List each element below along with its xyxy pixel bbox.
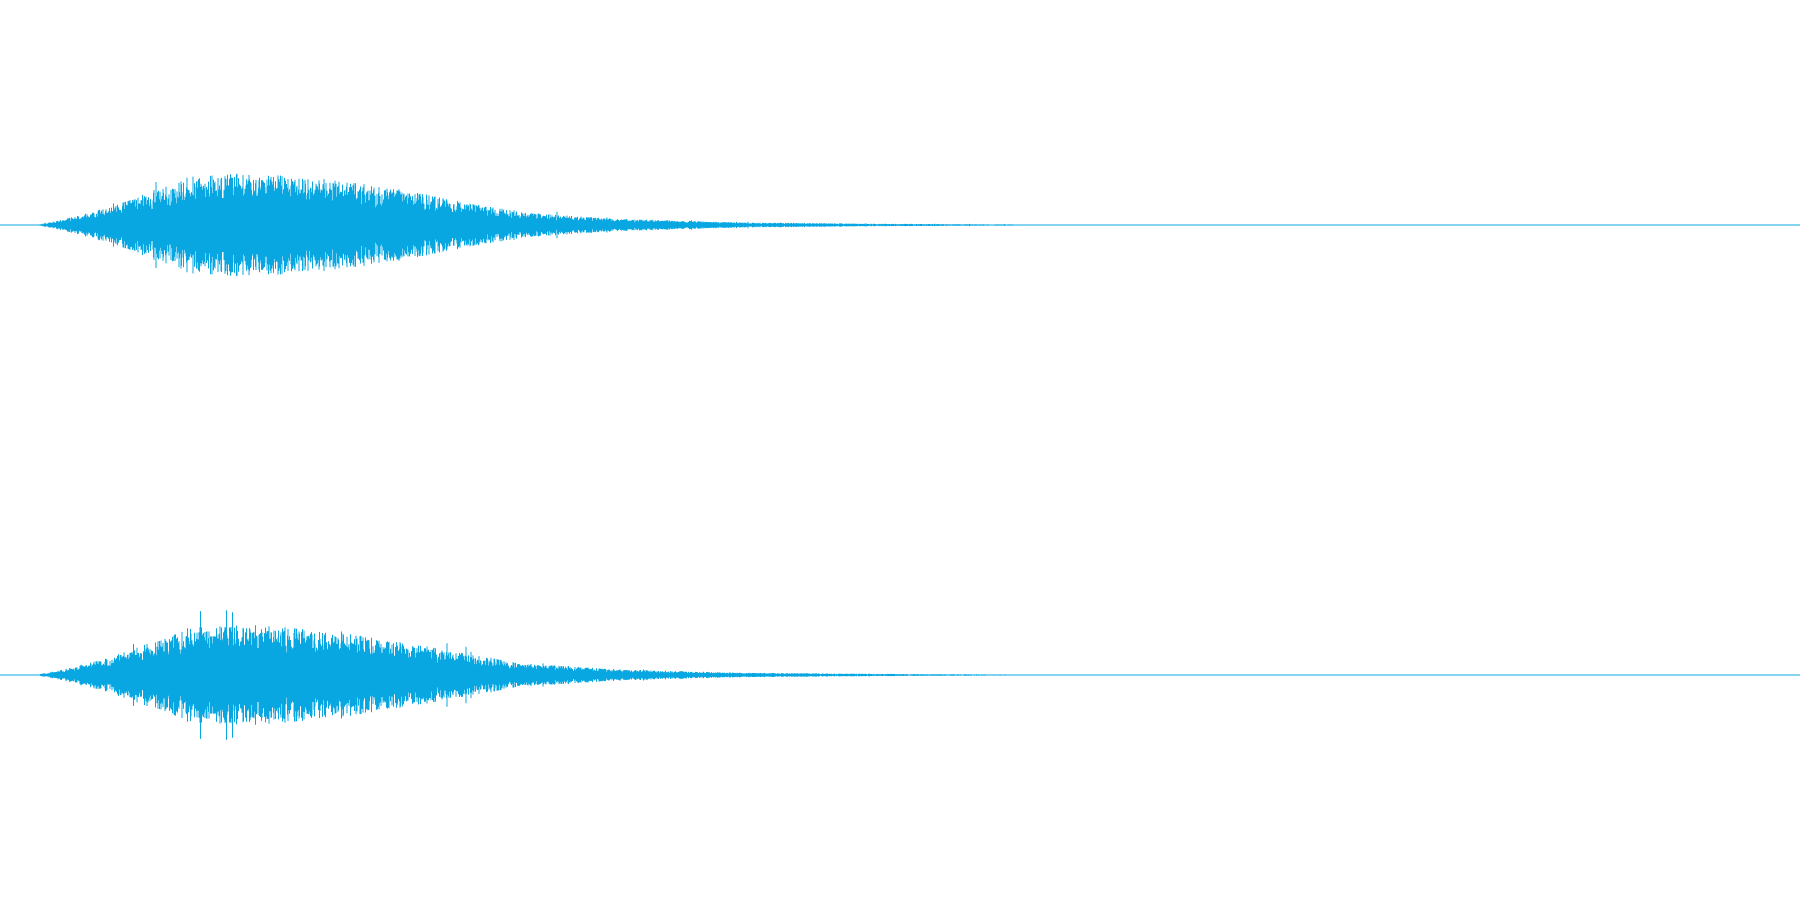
waveform-channel-left [0, 173, 1800, 277]
waveform-samples [36, 173, 1073, 277]
waveform-samples [36, 610, 1073, 740]
waveform-channel-right [0, 610, 1800, 740]
